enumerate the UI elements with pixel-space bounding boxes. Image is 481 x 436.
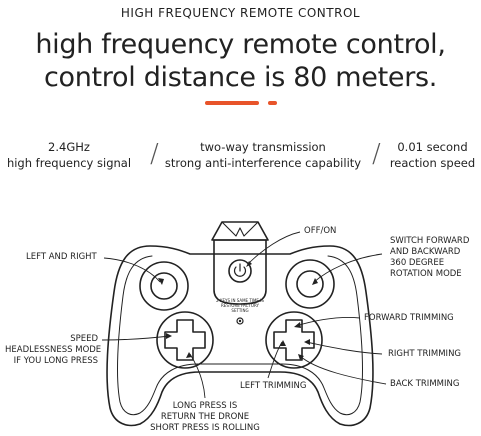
feature-transmission: two-way transmission strong anti-interfe… <box>158 139 368 171</box>
power-icon <box>233 266 247 277</box>
callout-left-trimming: LEFT TRIMMING <box>240 381 307 391</box>
callout-long-press-line-1: LONG PRESS IS <box>172 401 238 411</box>
leader-left-and-right <box>103 257 161 283</box>
callout-left-and-right: LEFT AND RIGHT <box>26 252 97 262</box>
right-stick-outer <box>285 259 335 309</box>
feature-signal-line-1: 2.4GHz <box>48 140 90 154</box>
right-dpad-ring <box>265 311 323 369</box>
leader-speed <box>101 335 171 341</box>
callout-long-press: LONG PRESS IS RETURN THE DRONE SHORT PRE… <box>150 401 260 434</box>
antenna-fold <box>221 221 259 237</box>
leader-back-trimming <box>299 355 387 385</box>
accent-bar-short <box>268 101 277 105</box>
feature-signal: 2.4GHz high frequency signal <box>0 139 138 171</box>
feature-separator-1: / <box>150 139 159 169</box>
feature-transmission-line-2: strong anti-interference capability <box>164 156 362 170</box>
power-housing <box>213 239 267 305</box>
callout-right-trimming: RIGHT TRIMMING <box>388 349 462 359</box>
arrow-speed <box>166 333 172 339</box>
accent-bar-long <box>205 101 259 105</box>
callout-switch-line-2: AND BACKWARD <box>390 247 461 257</box>
arrow-off-on <box>246 261 252 267</box>
leader-right-trimming <box>305 341 383 355</box>
callout-off-on: OFF/ON <box>304 226 337 236</box>
callout-long-press-line-2: RETURN THE DRONE <box>160 412 250 422</box>
callout-speed-line-3: IF YOU LONG PRESS <box>13 356 98 366</box>
feature-transmission-line-1: two-way transmission <box>200 140 326 154</box>
left-stick-outer <box>139 261 189 311</box>
section-label: HIGH FREQUENCY REMOTE CONTROL <box>120 6 361 20</box>
right-dpad-cross <box>273 319 315 361</box>
callout-switch-line-3: 360 DEGREE <box>390 258 445 268</box>
callout-long-press-line-3: SHORT PRESS IS ROLLING <box>150 423 260 433</box>
arrow-right-trimming <box>304 339 310 345</box>
arrow-long-press <box>186 352 192 358</box>
leader-forward-trimming <box>295 317 361 327</box>
arrow-switch <box>312 278 318 285</box>
callout-speed: SPEED HEADLESSNESS MODE IF YOU LONG PRES… <box>5 334 102 367</box>
arrow-back-trimming <box>298 354 304 360</box>
callout-switch-line-1: SWITCH FORWARD <box>390 236 470 246</box>
callout-switch-mode: SWITCH FORWARD AND BACKWARD 360 DEGREE R… <box>390 236 469 280</box>
headline: high frequency remote control, control d… <box>0 28 481 94</box>
power-button <box>228 259 252 283</box>
callout-switch-line-4: ROTATION MODE <box>390 269 462 279</box>
feature-separator-2: / <box>372 139 381 169</box>
antenna-housing <box>211 221 269 241</box>
feature-reaction-line-2: reaction speed <box>389 156 476 170</box>
headline-line-2: control distance is 80 meters. <box>43 62 438 93</box>
feature-signal-line-2: high frequency signal <box>6 156 132 170</box>
leader-long-press <box>189 353 206 399</box>
feature-reaction-line-1: 0.01 second <box>397 140 468 154</box>
leader-off-on <box>247 231 301 265</box>
callout-back-trimming: BACK TRIMMING <box>390 379 460 389</box>
leader-switch <box>313 253 383 283</box>
leader-left-trimming <box>267 341 283 379</box>
callout-forward-trimming: FORWARD TRIMMING <box>364 313 454 323</box>
center-indicator <box>236 317 244 325</box>
arrow-left-and-right <box>158 278 164 285</box>
left-dpad-ring <box>156 311 214 369</box>
arrow-left-trimming <box>280 340 286 346</box>
factory-reset-note: 2 KEYS IN SAME TIME IS RESTORE FACTORY S… <box>216 298 264 313</box>
callout-speed-line-2: HEADLESSNESS MODE <box>5 345 102 355</box>
arrow-forward-trimming <box>294 322 301 328</box>
headline-line-1: high frequency remote control, <box>35 29 446 60</box>
controller-body <box>106 245 374 427</box>
feature-reaction: 0.01 second reaction speed <box>384 139 481 171</box>
right-stick-inner <box>296 270 324 298</box>
left-stick-inner <box>150 272 178 300</box>
callout-speed-line-1: SPEED <box>70 334 98 344</box>
left-dpad-cross <box>164 319 206 361</box>
controller-inner-contour <box>116 255 364 416</box>
